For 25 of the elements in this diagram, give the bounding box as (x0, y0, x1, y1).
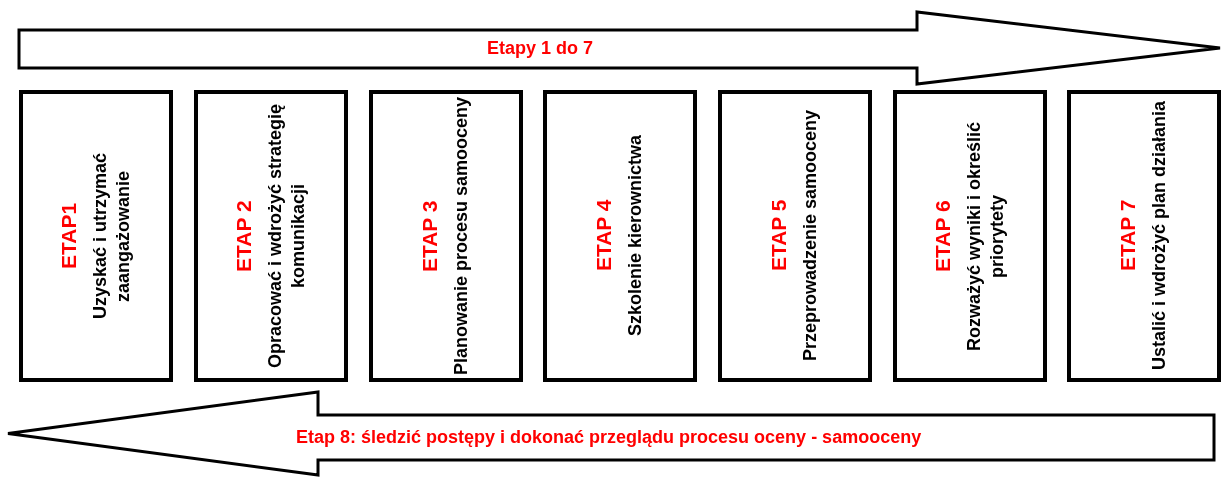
stage-description: Ustalić i wdrożyć plan działania (1148, 101, 1171, 371)
stage-box (718, 90, 872, 382)
stage-description: Szkolenie kierownictwa (624, 135, 647, 337)
stage-box (1067, 90, 1221, 382)
stage-description: Przeprowadzenie samooceny (799, 110, 822, 362)
stage-box (543, 90, 697, 382)
stage-description: Opracować i wdrożyć strategię komunikacji (263, 102, 309, 371)
arrow-label: Etap 8: śledzić postępy i dokonać przeglądu procesu oceny - samooceny (296, 427, 922, 448)
stage-title: ETAP1 (56, 202, 81, 270)
stage-box (369, 90, 523, 382)
stage-description: Uzyskać i utrzymać zaangażowanie (88, 151, 134, 322)
stage-box (19, 90, 173, 382)
stage-description: Rozważyć wyniki i określić priorytety (962, 120, 1008, 353)
stage-title: ETAP 3 (418, 200, 443, 272)
block-arrow (6, 390, 1216, 477)
stage-description: Planowanie procesu samooceny (450, 96, 473, 376)
stage-title: ETAP 5 (767, 200, 792, 272)
stage-title: ETAP 6 (930, 200, 955, 272)
stage-title: ETAP 7 (1116, 200, 1141, 272)
block-arrow (17, 10, 1222, 86)
stage-title: ETAP 4 (592, 200, 617, 272)
arrow-label: Etapy 1 do 7 (487, 38, 594, 59)
stage-title: ETAP 2 (231, 200, 256, 272)
stage-box (893, 90, 1047, 382)
stage-box (194, 90, 348, 382)
